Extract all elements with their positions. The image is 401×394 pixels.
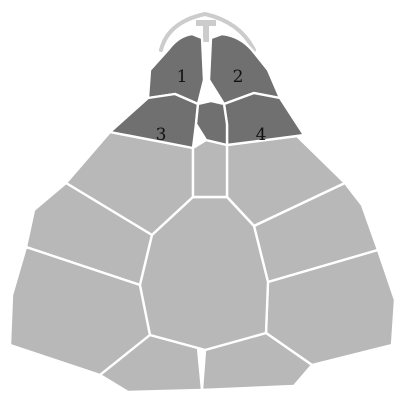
plate-3-label: 3 <box>156 125 167 145</box>
plate-4-label: 4 <box>256 125 267 145</box>
plate-1-label: 1 <box>177 67 188 87</box>
outer-plates <box>10 132 395 392</box>
center-nuchal-plate <box>196 101 227 145</box>
plate-2-label: 2 <box>233 67 244 87</box>
highlighted-plates <box>110 34 304 148</box>
small-upper-center-plate <box>193 140 227 197</box>
plate-2 <box>209 34 280 104</box>
